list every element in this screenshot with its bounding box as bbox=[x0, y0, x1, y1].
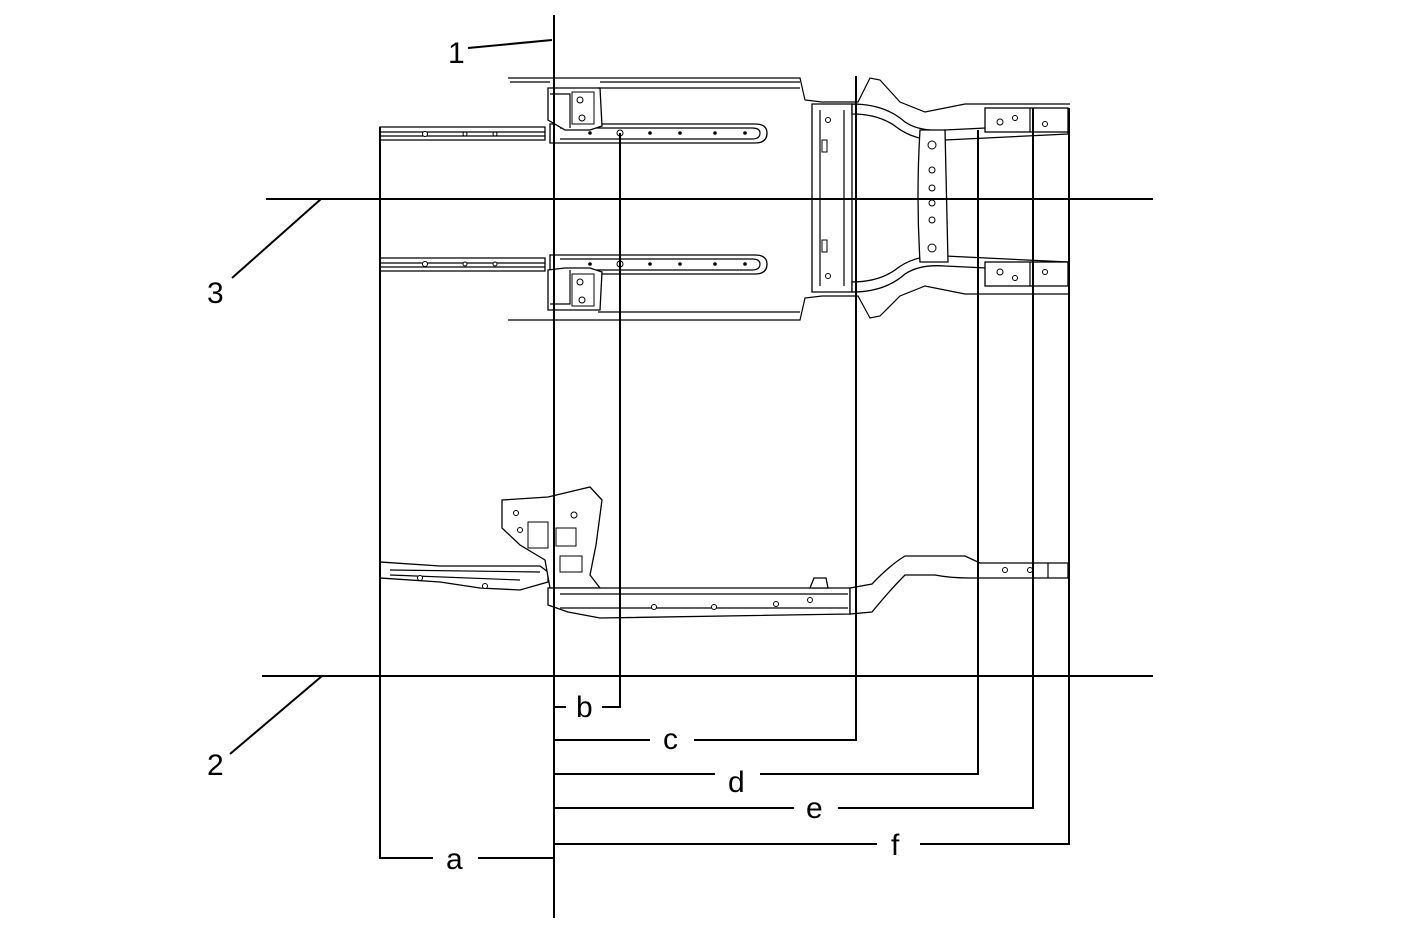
dim-d-line bbox=[760, 130, 979, 775]
frame-top-view bbox=[379, 77, 1070, 321]
callout-1-leader bbox=[467, 39, 553, 49]
center-rail-upper bbox=[549, 123, 768, 144]
side-rail-front bbox=[849, 555, 1069, 615]
callout-leaders bbox=[229, 39, 553, 755]
front-tip-upper bbox=[984, 107, 1069, 133]
left-rail-upper bbox=[379, 126, 546, 141]
center-rail-lower bbox=[549, 254, 768, 275]
callout-2-label: 2 bbox=[207, 749, 224, 782]
dimension-lines bbox=[379, 76, 1070, 859]
dim-c-line bbox=[694, 76, 857, 741]
bracket-lower bbox=[547, 267, 603, 311]
dim-d-label: d bbox=[728, 766, 745, 799]
callout-3-leader bbox=[231, 198, 322, 279]
dim-b-line bbox=[602, 133, 621, 708]
side-rail-rear bbox=[379, 561, 549, 591]
callout-1-label: 1 bbox=[448, 37, 465, 70]
dim-e-line bbox=[838, 108, 1034, 809]
dim-a-line bbox=[379, 127, 433, 859]
callout-2-leader bbox=[229, 675, 323, 755]
left-rail-lower bbox=[379, 257, 546, 272]
outer-panel-lower bbox=[508, 285, 1070, 321]
frame-side-view bbox=[379, 486, 1069, 619]
front-tip-lower bbox=[984, 261, 1069, 287]
dim-c-label: c bbox=[663, 723, 678, 756]
crossmember-front bbox=[917, 129, 949, 263]
labels: 1 3 2 a b c d e f bbox=[207, 37, 900, 876]
dim-e-label: e bbox=[806, 792, 823, 825]
outer-panel-upper bbox=[508, 77, 1070, 113]
dim-f-label: f bbox=[891, 829, 900, 862]
reference-lines bbox=[262, 15, 1153, 918]
bracket-upper bbox=[547, 87, 603, 131]
side-rocker bbox=[547, 587, 851, 619]
dim-f-line bbox=[920, 108, 1070, 845]
dim-b-label: b bbox=[576, 691, 593, 724]
dim-a-label: a bbox=[446, 843, 463, 876]
callout-3-label: 3 bbox=[207, 277, 224, 310]
